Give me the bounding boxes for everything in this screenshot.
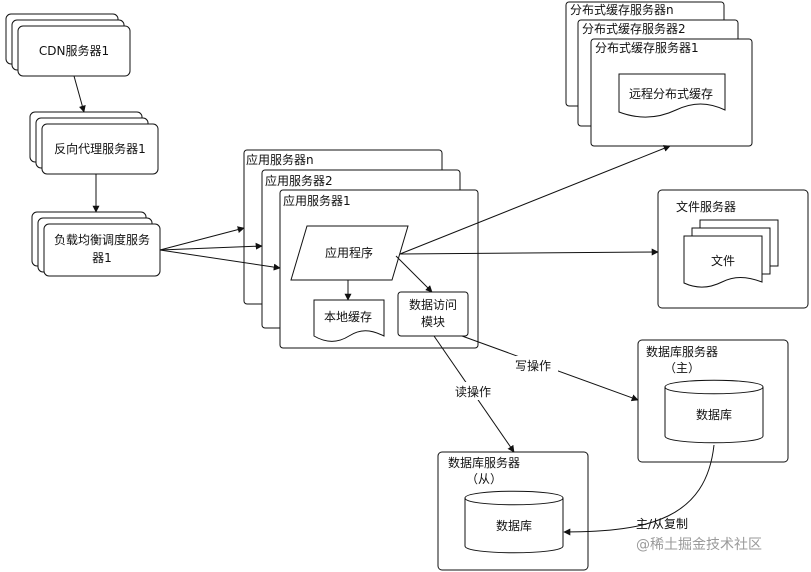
arrow-lb-to-app-n [159,226,245,251]
reverse-proxy-box [41,123,159,175]
reverse-proxy-stack: 反向代理服务器1 [29,111,159,175]
data-access-label-line2: 模块 [421,315,445,329]
file-server-group: 文件服务器 文件 [657,189,809,309]
db-master-cylinder [664,379,764,444]
data-access-box [397,291,469,337]
write-op-label: 写操作 [515,358,551,373]
dist-cache-1-label: 分布式缓存服务器1 [595,40,699,55]
load-balancer-stack: 负载均衡调度服务 器1 [31,211,161,277]
db-master-role: （主） [664,361,700,375]
db-slave-title: 数据库服务器 [448,455,520,470]
dist-cache-2-label: 分布式缓存服务器2 [582,21,686,36]
app-server-n-label: 应用服务器n [246,152,314,167]
db-master-db-label: 数据库 [696,407,732,422]
arrow-cdn-to-proxy [73,75,86,113]
arrow-app-to-data-access [395,255,433,293]
file-doc-shape [683,235,763,288]
reverse-proxy-label: 反向代理服务器1 [54,141,146,156]
arrow-app-to-dist-cache [399,145,671,255]
db-slave-cylinder [464,490,564,554]
arrow-replication [563,444,715,536]
db-slave-role: （从） [466,472,502,486]
app-server-2-label: 应用服务器2 [265,173,333,188]
arrow-app-to-file-server [399,248,659,256]
app-program-shape [290,225,409,281]
file-doc-label: 文件 [711,253,735,268]
load-balancer-box [43,223,161,277]
local-cache-label: 本地缓存 [324,310,372,324]
dist-cache-stack: 分布式缓存服务器n 分布式缓存服务器2 分布式缓存服务器1 远程分布式缓存 [565,1,753,147]
cdn-server-stack: CDN服务器1 [5,13,131,77]
db-master-group: 数据库服务器 （主） 数据库 [637,339,789,463]
data-access-label-line1: 数据访问 [409,297,457,312]
watermark-text: @稀土掘金技术社区 [636,537,762,553]
db-master-title: 数据库服务器 [646,344,718,359]
file-server-label: 文件服务器 [676,199,736,214]
remote-cache-label: 远程分布式缓存 [629,86,713,101]
db-slave-group: 数据库服务器 （从） 数据库 [437,451,589,571]
load-balancer-label-line1: 负载均衡调度服务 [54,232,150,247]
replication-label: 主/从复制 [636,517,688,531]
arrow-lb-to-app-1 [159,249,281,271]
load-balancer-label-line2: 器1 [92,251,112,265]
arrow-lb-to-app-2 [159,242,263,251]
app-program-label: 应用程序 [325,245,373,260]
app-server-1-label: 应用服务器1 [283,193,351,208]
cdn-server-label: CDN服务器1 [39,43,109,58]
read-op-label: 读操作 [455,384,491,399]
remote-cache-shape [618,73,726,118]
app-server-stack: 应用服务器n 应用服务器2 应用服务器1 应用程序 本地缓存 数据访问 模块 [243,149,479,349]
dist-cache-n-label: 分布式缓存服务器n [570,2,674,17]
local-cache-shape [313,299,385,342]
db-slave-db-label: 数据库 [496,518,532,533]
